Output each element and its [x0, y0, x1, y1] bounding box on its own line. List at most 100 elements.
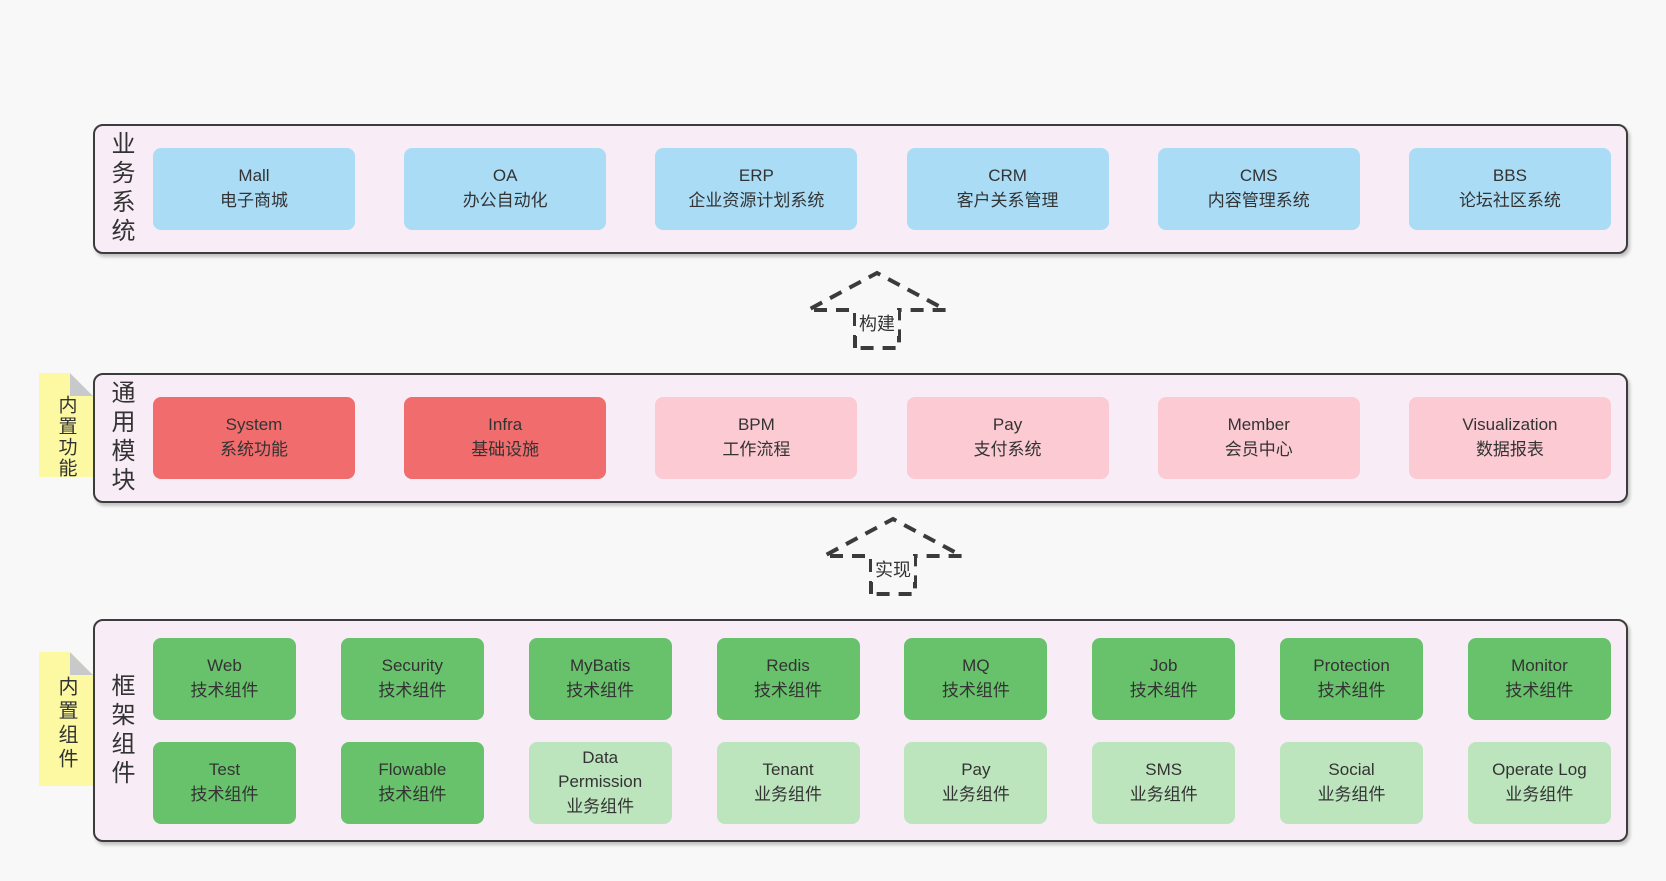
- sticky-fold-corner: [70, 373, 93, 396]
- sticky-note-builtin-components: 内置组件: [39, 652, 93, 786]
- box-subtitle: 技术组件: [1505, 680, 1574, 700]
- box-subtitle: 业务组件: [754, 784, 823, 804]
- box-title: Redis: [766, 655, 810, 675]
- panel-common-modules: 通用模块 System 系统功能 Infra 基础设施 BPM 工作流程 Pay…: [93, 373, 1628, 503]
- box-data-permission: Data Permission 业务组件: [528, 741, 672, 824]
- box-mall: Mall 电子商城: [153, 148, 355, 230]
- box-erp: ERP 企业资源计划系统: [655, 148, 858, 230]
- box-title: CMS: [1239, 166, 1278, 186]
- box-subtitle: 办公自动化: [462, 191, 548, 210]
- panel-business-systems: 业务系统 Mall 电子商城 OA 办公自动化 ERP 企业资源计划系统 CRM…: [93, 124, 1628, 254]
- box-social: Social 业务组件: [1280, 741, 1424, 824]
- box-security: Security 技术组件: [340, 637, 484, 720]
- box-title: Member: [1227, 415, 1290, 435]
- up-arrow-build: 构建: [806, 270, 948, 350]
- box-title: Flowable: [378, 759, 447, 779]
- common-modules-row: System 系统功能 Infra 基础设施 BPM 工作流程 Pay 支付系统…: [153, 375, 1611, 501]
- box-subtitle: 电子商城: [220, 191, 288, 210]
- business-systems-row: Mall 电子商城 OA 办公自动化 ERP 企业资源计划系统 CRM 客户关系…: [153, 126, 1611, 252]
- box-title: Infra: [488, 415, 523, 435]
- box-title: Visualization: [1462, 415, 1558, 435]
- box-title: Pay: [961, 759, 991, 779]
- box-member: Member 会员中心: [1157, 397, 1360, 479]
- box-subtitle: 技术组件: [190, 784, 259, 804]
- box-tenant: Tenant 业务组件: [716, 741, 860, 824]
- biz-components-row: Test 技术组件 Flowable 技术组件 Data Permission …: [153, 741, 1611, 824]
- box-oa: OA 办公自动化: [404, 148, 607, 230]
- layer-label-business-systems: 业务系统: [107, 131, 134, 247]
- box-title: Operate Log: [1492, 759, 1587, 779]
- box-title: Mall: [238, 166, 270, 186]
- box-title: Protection: [1313, 655, 1390, 675]
- box-title: ERP: [738, 166, 774, 186]
- box-subtitle: 业务组件: [941, 784, 1010, 804]
- tech-components-row: Web 技术组件 Security 技术组件 MyBatis 技术组件 Redi…: [153, 637, 1611, 720]
- box-title: MyBatis: [569, 655, 631, 675]
- box-subtitle: 数据报表: [1475, 440, 1544, 459]
- box-title: Monitor: [1511, 655, 1568, 675]
- box-subtitle: 业务组件: [1317, 784, 1386, 804]
- box-subtitle: 技术组件: [1129, 680, 1198, 700]
- box-subtitle: 技术组件: [378, 680, 447, 700]
- box-subtitle: 技术组件: [378, 784, 447, 804]
- box-cms: CMS 内容管理系统: [1157, 148, 1360, 230]
- box-redis: Redis 技术组件: [716, 637, 860, 720]
- box-test: Test 技术组件: [153, 741, 296, 824]
- sticky-note-builtin-features: 内置功能: [39, 373, 93, 477]
- panel-framework-components: 框架组件 Web 技术组件 Security 技术组件 MyBatis 技术组件…: [93, 619, 1628, 842]
- box-title: Test: [208, 759, 241, 779]
- up-arrow-implement: 实现: [822, 516, 964, 596]
- box-subtitle: 工作流程: [722, 440, 791, 459]
- box-title: CRM: [988, 166, 1027, 186]
- box-bbs: BBS 论坛社区系统: [1408, 148, 1611, 230]
- dashed-up-arrow-icon: [807, 270, 947, 350]
- box-subtitle: 业务组件: [1129, 784, 1198, 804]
- box-subtitle: 客户关系管理: [956, 191, 1059, 210]
- box-pay-biz: Pay 业务组件: [904, 741, 1048, 824]
- box-system: System 系统功能: [153, 397, 355, 479]
- dashed-up-arrow-icon: [823, 516, 963, 596]
- sticky-label: 内置组件: [55, 676, 77, 772]
- box-subtitle: 论坛社区系统: [1458, 191, 1561, 210]
- box-subtitle: 基础设施: [471, 440, 540, 459]
- box-subtitle: 会员中心: [1224, 440, 1293, 459]
- box-flowable: Flowable 技术组件: [340, 741, 484, 824]
- box-mybatis: MyBatis 技术组件: [528, 637, 672, 720]
- box-title: Security: [381, 655, 444, 675]
- box-title: System: [225, 415, 283, 435]
- box-title: Web: [207, 655, 242, 675]
- box-subtitle: 业务组件: [566, 796, 635, 816]
- box-title: BBS: [1492, 166, 1527, 186]
- box-monitor: Monitor 技术组件: [1467, 637, 1611, 720]
- box-title: OA: [492, 166, 518, 186]
- box-subtitle: 支付系统: [973, 440, 1042, 459]
- box-subtitle: 系统功能: [220, 440, 288, 459]
- box-subtitle: 业务组件: [1505, 784, 1574, 804]
- arrow-label-implement: 实现: [872, 556, 914, 582]
- sticky-fold-corner: [70, 652, 93, 675]
- box-mq: MQ 技术组件: [904, 637, 1048, 720]
- box-sms: SMS 业务组件: [1092, 741, 1236, 824]
- arrow-label-build: 构建: [856, 310, 898, 336]
- framework-components-rows: Web 技术组件 Security 技术组件 MyBatis 技术组件 Redi…: [153, 621, 1611, 840]
- box-subtitle: 技术组件: [754, 680, 823, 700]
- box-subtitle: 技术组件: [566, 680, 635, 700]
- box-title: Pay: [992, 415, 1023, 435]
- box-title: Job: [1150, 655, 1178, 675]
- box-subtitle: 内容管理系统: [1207, 191, 1310, 210]
- box-operate-log: Operate Log 业务组件: [1467, 741, 1611, 824]
- box-title: BPM: [737, 415, 775, 435]
- box-infra: Infra 基础设施: [404, 397, 607, 479]
- box-title: MQ: [962, 655, 990, 675]
- box-title: Data Permission: [558, 747, 643, 792]
- box-protection: Protection 技术组件: [1280, 637, 1424, 720]
- sticky-label: 内置功能: [55, 395, 77, 479]
- box-subtitle: 技术组件: [1317, 680, 1386, 700]
- box-visualization: Visualization 数据报表: [1408, 397, 1611, 479]
- layer-label-common-modules: 通用模块: [107, 380, 134, 496]
- box-title: Social: [1328, 759, 1375, 779]
- box-subtitle: 技术组件: [941, 680, 1010, 700]
- box-subtitle: 企业资源计划系统: [688, 191, 825, 210]
- layer-label-framework-components: 框架组件: [107, 672, 134, 789]
